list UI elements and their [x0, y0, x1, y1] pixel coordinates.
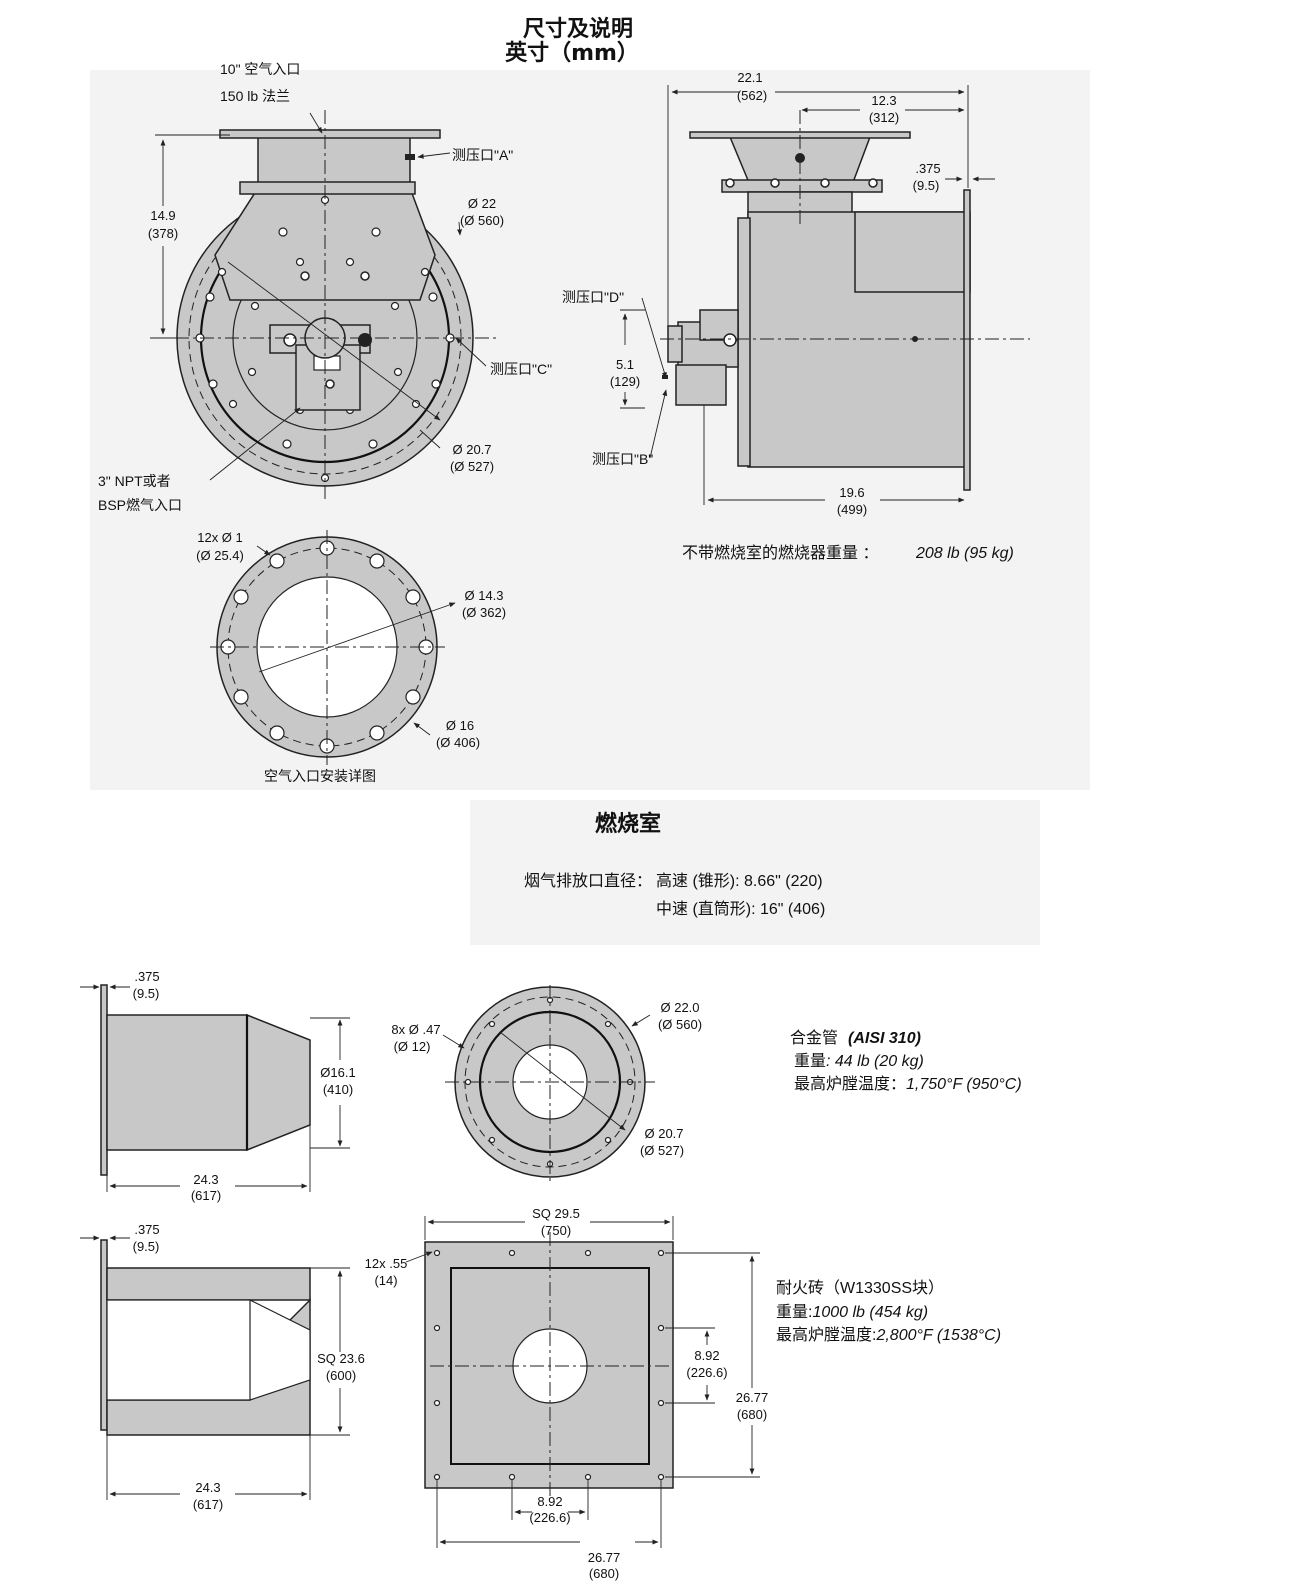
- side-h51-in: 5.1: [616, 357, 634, 372]
- refractory-holes-mm: (14): [374, 1273, 397, 1288]
- inlet-holes-in: 12x Ø 1: [197, 530, 243, 545]
- refractory-name: 耐火砖（W1330SS块）: [776, 1279, 944, 1297]
- front-dia22-mm: (Ø 560): [460, 213, 504, 228]
- inlet-detail: [210, 530, 456, 765]
- side-gas-lower: [675, 364, 727, 406]
- refractory-h892-mm: (226.6): [529, 1510, 570, 1525]
- side-h51-mm: (129): [610, 374, 640, 389]
- alloy-name: 合金管(AISI 310): [790, 1029, 921, 1047]
- alloy-d220-mm: (Ø 560): [658, 1017, 702, 1032]
- alloy-t375-in: .375: [134, 969, 159, 984]
- front-height-in: 14.9: [150, 208, 175, 223]
- burner-weight-value: 208 lb (95 kg): [915, 545, 1014, 562]
- air-inlet-label-1: 10" 空气入口: [220, 61, 300, 77]
- title-line-1: 尺寸及说明: [523, 16, 633, 42]
- side-w123-mm: (312): [869, 110, 899, 125]
- refractory-t375-mm: (9.5): [133, 1239, 160, 1254]
- side-w123-in: 12.3: [871, 93, 896, 108]
- refractory-bore: [106, 1299, 311, 1401]
- inlet-d143-in: Ø 14.3: [464, 588, 503, 603]
- front-dia207-mm: (Ø 527): [450, 459, 494, 474]
- alloy-cone: [246, 1013, 311, 1152]
- side-t375-in: .375: [915, 161, 940, 176]
- alloy-holes-mm: (Ø 12): [394, 1039, 431, 1054]
- alloy-d161-mm: (410): [323, 1082, 353, 1097]
- refractory-weight: 重量:1000 lb (454 kg): [776, 1303, 928, 1321]
- refractory-h2677-mm: (680): [589, 1566, 619, 1581]
- refractory-t375-in: .375: [134, 1222, 159, 1237]
- chamber-heading: 燃烧室: [595, 811, 661, 837]
- alloy-temp: 最高炉膛温度：1,750°F (950°C): [794, 1075, 1022, 1093]
- alloy-tube: [106, 1014, 248, 1151]
- outlet-dia-label: 烟气排放口直径：: [524, 872, 652, 890]
- side-w196-mm: (499): [837, 502, 867, 517]
- refractory-sq295-in: SQ 29.5: [532, 1206, 580, 1221]
- alloy-flange: [100, 984, 108, 1176]
- alloy-weight: 重量: 44 lb (20 kg): [794, 1052, 924, 1070]
- refractory-holes-in: 12x .55: [365, 1256, 408, 1271]
- alloy-d207-in: Ø 20.7: [644, 1126, 683, 1141]
- side-mid-flange: [721, 179, 883, 193]
- refractory-flange: [100, 1239, 108, 1431]
- refractory-v892-mm: (226.6): [686, 1365, 727, 1380]
- inlet-bolt-holes: [220, 540, 434, 754]
- refractory-v2677-mm: (680): [737, 1407, 767, 1422]
- title-line-2: 英寸（mm）: [505, 41, 639, 66]
- refractory-bolt-holes: [433, 1249, 665, 1481]
- front-dia207-in: Ø 20.7: [452, 442, 491, 457]
- front-height-mm: (378): [148, 226, 178, 241]
- refractory-temp: 最高炉膛温度:2,800°F (1538°C): [776, 1326, 1001, 1344]
- alloy-side-view: [80, 984, 350, 1192]
- tap-d-label: 测压口"D": [562, 289, 624, 305]
- tap-c-label: 测压口"C": [490, 361, 552, 377]
- side-w221-in: 22.1: [737, 70, 762, 85]
- alloy-l243-in: 24.3: [193, 1172, 218, 1187]
- alloy-holes-in: 8x Ø .47: [391, 1022, 440, 1037]
- refractory-side-view: [80, 1235, 350, 1500]
- scan-panel-mid: [470, 800, 1040, 945]
- side-w196-in: 19.6: [839, 485, 864, 500]
- side-t375-mm: (9.5): [913, 178, 940, 193]
- burner-weight-label: 不带燃烧室的燃烧器重量 ：: [682, 544, 878, 562]
- front-top-flange: [219, 129, 441, 139]
- front-dia22-in: Ø 22: [468, 196, 496, 211]
- outlet-high-speed: 高速 (锥形): 8.66" (220): [656, 872, 823, 890]
- tap-b-label: 测压口"B": [592, 451, 653, 467]
- gas-inlet-label-1: 3" NPT或者: [98, 473, 171, 489]
- refractory-v892-in: 8.92: [694, 1348, 719, 1363]
- refractory-h892-in: 8.92: [537, 1494, 562, 1509]
- alloy-d207-mm: (Ø 527): [640, 1143, 684, 1158]
- front-view: [150, 110, 500, 500]
- side-w221-mm: (562): [737, 88, 767, 103]
- inlet-d143-mm: (Ø 362): [462, 605, 506, 620]
- tap-a-label: 测压口"A": [452, 147, 513, 163]
- inlet-detail-caption: 空气入口安装详图: [264, 768, 376, 784]
- alloy-d161-in: Ø16.1: [320, 1065, 355, 1080]
- refractory-v2677-in: 26.77: [736, 1390, 769, 1405]
- refractory-sq236-in: SQ 23.6: [317, 1351, 365, 1366]
- refractory-l243-mm: (617): [193, 1497, 223, 1512]
- inlet-holes-mm: (Ø 25.4): [196, 548, 244, 563]
- side-view: [620, 85, 1030, 505]
- front-mid-flange: [239, 181, 416, 195]
- side-mount-plate: [737, 217, 751, 467]
- gas-inlet-label-2: BSP燃气入口: [98, 497, 182, 513]
- refractory-sq236-mm: (600): [326, 1368, 356, 1383]
- inlet-d16-in: Ø 16: [446, 718, 474, 733]
- air-inlet-label-2: 150 lb 法兰: [220, 88, 290, 104]
- refractory-sq295-mm: (750): [541, 1223, 571, 1238]
- side-body-top: [854, 211, 971, 293]
- outlet-medium-speed: 中速 (直筒形): 16" (406): [656, 900, 825, 918]
- refractory-h2677-in: 26.77: [588, 1550, 621, 1565]
- alloy-t375-mm: (9.5): [133, 986, 160, 1001]
- alloy-l243-mm: (617): [191, 1188, 221, 1203]
- alloy-front-view: [442, 985, 655, 1185]
- side-end-flange: [963, 189, 971, 491]
- refractory-front-view: [405, 1216, 760, 1548]
- alloy-d220-in: Ø 22.0: [660, 1000, 699, 1015]
- refractory-l243-in: 24.3: [195, 1480, 220, 1495]
- inlet-d16-mm: (Ø 406): [436, 735, 480, 750]
